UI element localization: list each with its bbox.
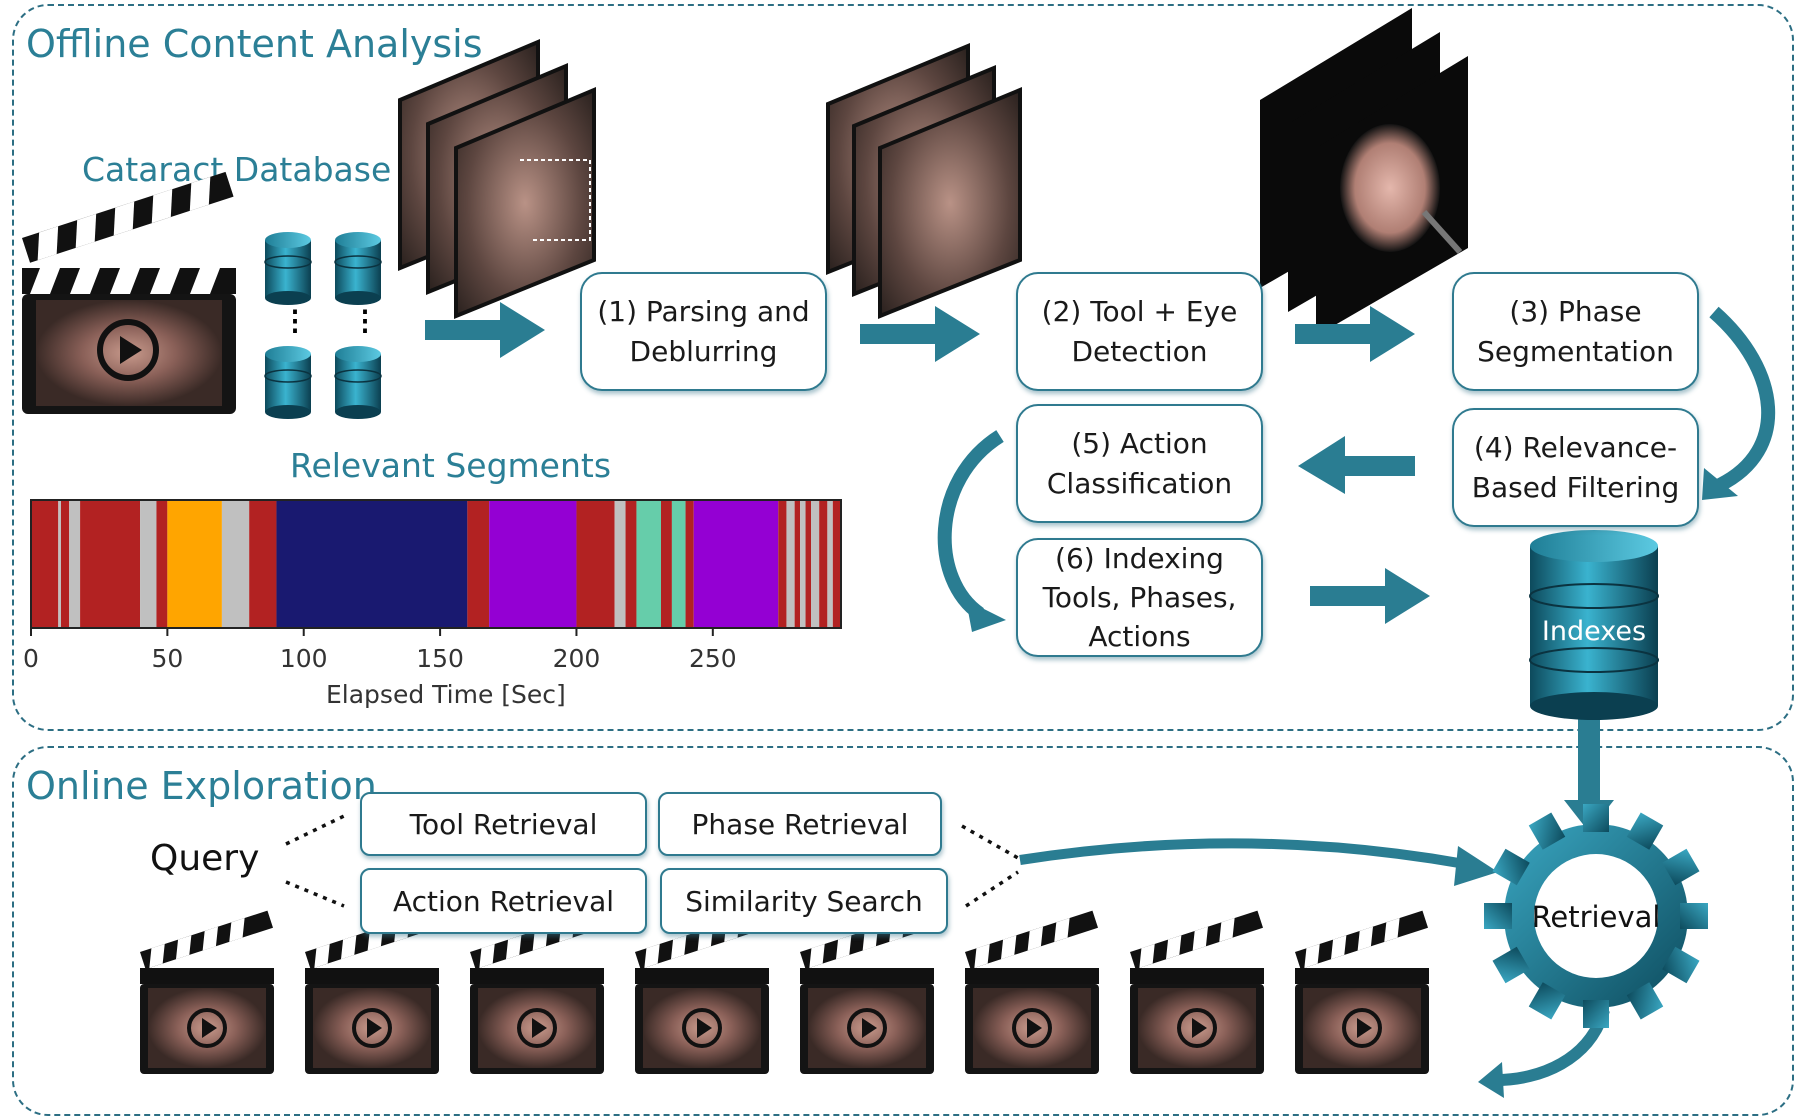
segment-bar [576, 500, 615, 628]
segments-title: Relevant Segments [290, 446, 612, 485]
segment-bar [249, 500, 277, 628]
indexes-database-icon [1529, 530, 1659, 720]
segment-bar [80, 500, 141, 628]
segment-bar [805, 500, 811, 628]
segment-bar [794, 500, 801, 628]
flow-arrows [425, 302, 1614, 832]
tick-label: 250 [688, 644, 737, 673]
segment-bar [800, 500, 806, 628]
gear-icon [1484, 804, 1708, 1028]
segment-bar [671, 500, 686, 628]
curved-arrow-head-5to6 [966, 600, 1006, 632]
frame-stack-2 [826, 43, 1022, 319]
segment-bar [167, 500, 222, 628]
indexes-label: Indexes [1541, 616, 1647, 647]
phase-retrieval-button[interactable]: Phase Retrieval [658, 792, 942, 856]
tick-label: 0 [23, 644, 39, 673]
clapperboard-icon [22, 171, 236, 414]
segment-bar [156, 500, 168, 628]
step-relevance-filtering: (4) Relevance- Based Filtering [1452, 408, 1699, 527]
curved-arrow-head-3to4 [1702, 468, 1738, 500]
result-clapperboard-icon[interactable] [1295, 910, 1429, 1074]
result-clapperboard-icon[interactable] [635, 910, 769, 1074]
result-clapperboard-icon[interactable] [965, 910, 1099, 1074]
similarity-search-button[interactable]: Similarity Search [660, 868, 948, 934]
tick-label: 200 [552, 644, 601, 673]
segment-bar [685, 500, 694, 628]
database-ellipsis-1: ⋮ [281, 305, 309, 336]
online-panel [12, 746, 1794, 1116]
step-tool-eye-detection: (2) Tool + Eye Detection [1016, 272, 1263, 391]
frame-stack-3 [1260, 8, 1468, 336]
database-ellipsis-2: ⋮ [351, 305, 379, 336]
tick-label: 150 [416, 644, 464, 673]
online-title: Online Exploration [26, 764, 377, 808]
query-label: Query [150, 838, 260, 879]
step-parsing-deblurring: (1) Parsing and Deblurring [580, 272, 827, 391]
database-label: Cataract Database [82, 150, 392, 189]
segment-bar [221, 500, 250, 628]
segment-chart [30, 499, 842, 636]
segment-bar [625, 500, 637, 628]
segment-bar [661, 500, 672, 628]
segment-bar [58, 500, 61, 628]
result-clapperboard-icon[interactable] [305, 910, 439, 1074]
segment-bar [140, 500, 157, 628]
segment-bar [786, 500, 795, 628]
result-clapperboard-icon[interactable] [800, 910, 934, 1074]
segment-bar [61, 500, 70, 628]
result-clapperboard-icon[interactable] [140, 910, 274, 1074]
tick-label: 100 [279, 644, 328, 673]
segment-bar [832, 500, 841, 628]
query-connectors [285, 814, 1019, 908]
segment-bar [819, 500, 828, 628]
offline-title: Offline Content Analysis [26, 22, 483, 66]
tool-retrieval-button[interactable]: Tool Retrieval [360, 792, 647, 856]
offline-panel [12, 4, 1794, 731]
step-action-classification: (5) Action Classification [1016, 404, 1263, 523]
segment-bar [636, 500, 661, 628]
segment-bar [276, 500, 468, 628]
segment-bar [693, 500, 779, 628]
segment-bar [811, 500, 820, 628]
retrieval-label: Retrieval [1531, 900, 1661, 934]
chart-border [30, 499, 842, 629]
query-arrow-head [1454, 846, 1498, 886]
action-retrieval-button[interactable]: Action Retrieval [360, 868, 647, 934]
output-arrow-head [1478, 1062, 1504, 1098]
segment-bar [778, 500, 787, 628]
step-phase-segmentation: (3) Phase Segmentation [1452, 272, 1699, 391]
result-clapperboard-icon[interactable] [1130, 910, 1264, 1074]
segment-bar [489, 500, 577, 628]
segment-bar [827, 500, 833, 628]
segment-bar [467, 500, 490, 628]
database-icon [264, 232, 382, 419]
tick-label: 50 [151, 644, 184, 673]
step-indexing: (6) Indexing Tools, Phases, Actions [1016, 538, 1263, 657]
segment-bar [614, 500, 626, 628]
chart-xlabel: Elapsed Time [Sec] [326, 680, 566, 709]
frame-stack-1 [398, 38, 596, 319]
result-clapperboard-icon[interactable] [470, 910, 604, 1074]
result-clapperboards [140, 910, 1429, 1074]
segment-bar [31, 500, 59, 628]
segment-bar [69, 500, 81, 628]
